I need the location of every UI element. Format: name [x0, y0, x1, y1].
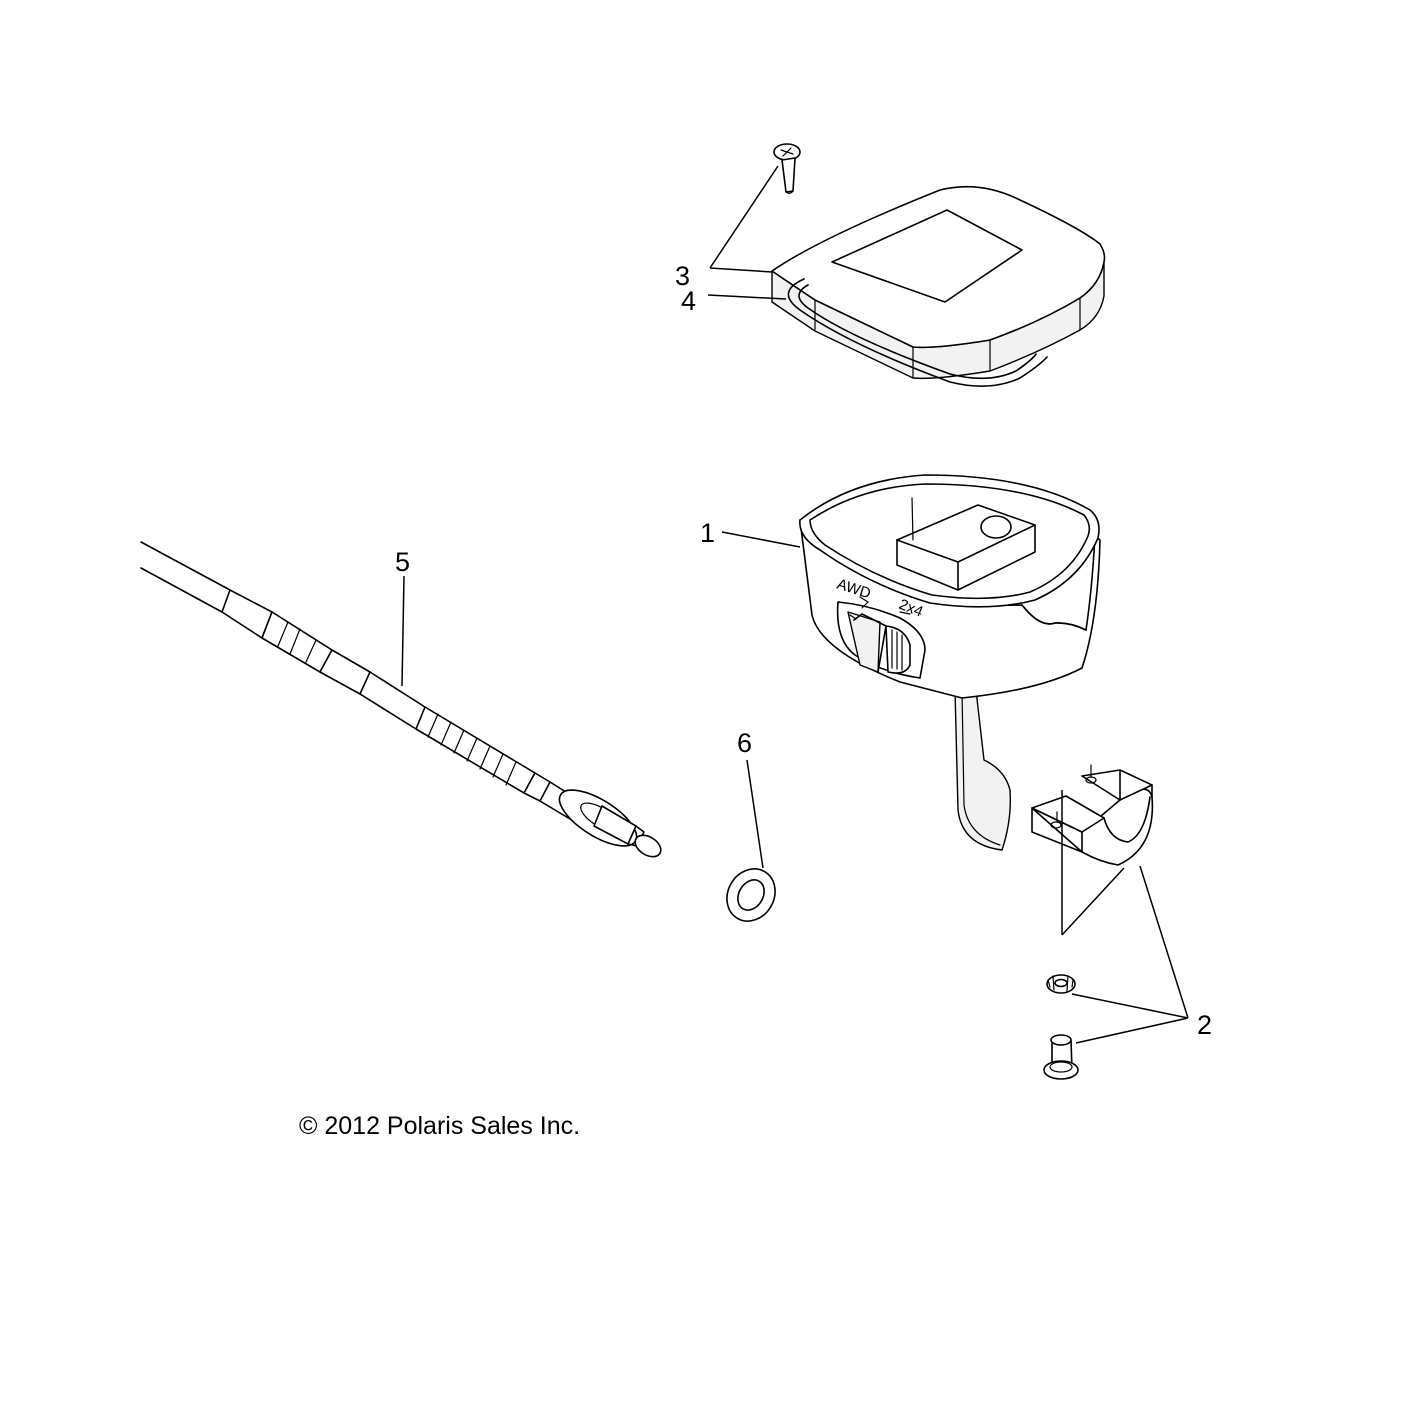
- part-5-cable: [140, 541, 662, 858]
- part-4-gasket: [787, 278, 1048, 387]
- part-1-housing: AWD 2x4: [799, 474, 1101, 851]
- callout-3: 3: [675, 261, 690, 291]
- part-3-screw: [773, 143, 801, 194]
- callout-4: 4: [681, 286, 696, 316]
- callout-1: 1: [700, 518, 715, 548]
- part-2-washer-bolt: [1043, 974, 1079, 1080]
- part-3-cover: [771, 185, 1106, 380]
- callout-labels: 1 2 3 4 5 6: [395, 261, 1212, 1040]
- callout-5: 5: [395, 547, 410, 577]
- copyright-notice: © 2012 Polaris Sales Inc.: [299, 1112, 581, 1140]
- part-6-o-ring: [726, 868, 776, 922]
- callout-6: 6: [737, 728, 752, 758]
- part-2-clamp: [1031, 764, 1154, 866]
- callout-2: 2: [1197, 1010, 1212, 1040]
- leader-lines: [401, 165, 1189, 1044]
